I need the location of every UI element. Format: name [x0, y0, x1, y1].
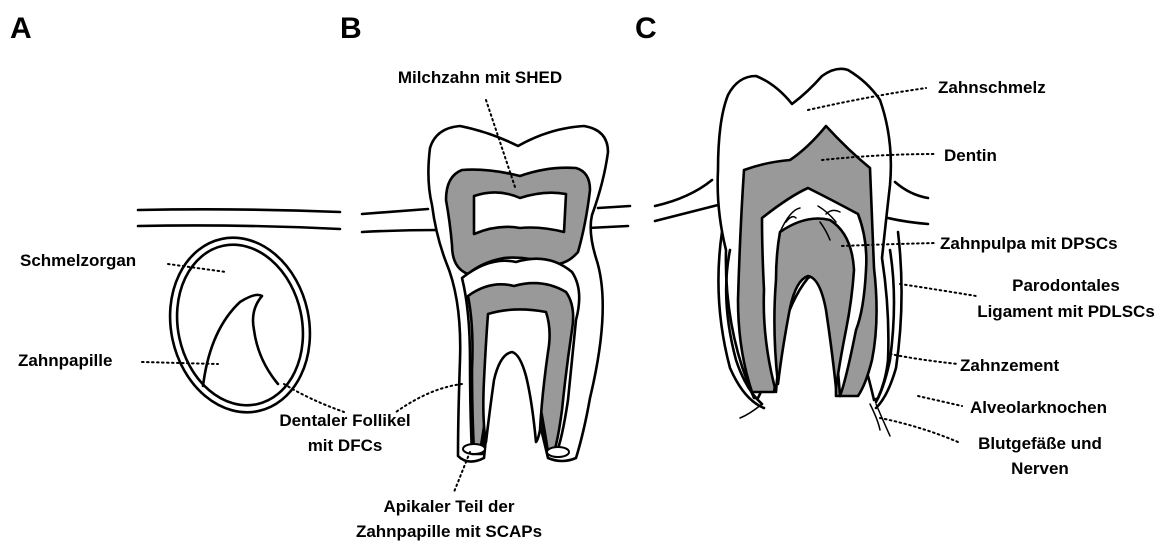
- label-schmelzorgan: Schmelzorgan: [20, 251, 136, 270]
- permanent-tooth: [718, 69, 902, 436]
- leader-parodont: [900, 284, 976, 296]
- label-follikel-line1: Dentaler Follikel: [279, 411, 410, 430]
- label-zahnzement: Zahnzement: [960, 356, 1060, 375]
- label-blut-line1: Blutgefäße und: [978, 434, 1102, 453]
- apical-papilla-right: [547, 447, 569, 457]
- label-parodont-line2: Ligament mit PDLSCs: [977, 302, 1155, 321]
- label-apikal-line2: Zahnpapille mit SCAPs: [356, 522, 542, 541]
- apical-papilla-left: [463, 444, 485, 454]
- label-blut-line2: Nerven: [1011, 459, 1069, 478]
- label-follikel-line2: mit DFCs: [308, 436, 383, 455]
- label-zahnschmelz: Zahnschmelz: [938, 78, 1046, 97]
- label-parodont-line1: Parodontales: [1012, 276, 1120, 295]
- deciduous-pulp-chamber: [474, 192, 566, 234]
- panel-label-c: C: [635, 12, 657, 45]
- leader-zahnzement: [890, 354, 958, 364]
- label-zahnpulpa: Zahnpulpa mit DPSCs: [940, 234, 1118, 253]
- deciduous-tooth: [428, 126, 608, 462]
- tooth-germ: [154, 225, 326, 426]
- deciduous-root-canal: [483, 309, 549, 442]
- label-milchzahn: Milchzahn mit SHED: [398, 68, 562, 87]
- label-alveolar: Alveolarknochen: [970, 398, 1107, 417]
- gum-line-a: [138, 209, 340, 229]
- label-apikal-line1: Apikaler Teil der: [383, 497, 514, 516]
- vessels-nerves: [740, 404, 890, 436]
- leader-follikel: [284, 384, 344, 412]
- label-dentin: Dentin: [944, 146, 997, 165]
- panel-label-b: B: [340, 12, 362, 45]
- leader-blut: [880, 418, 958, 442]
- leader-follikel-b: [396, 384, 462, 412]
- panel-label-a: A: [10, 12, 32, 45]
- leader-alveolar: [918, 396, 962, 406]
- label-zahnpapille: Zahnpapille: [18, 351, 112, 370]
